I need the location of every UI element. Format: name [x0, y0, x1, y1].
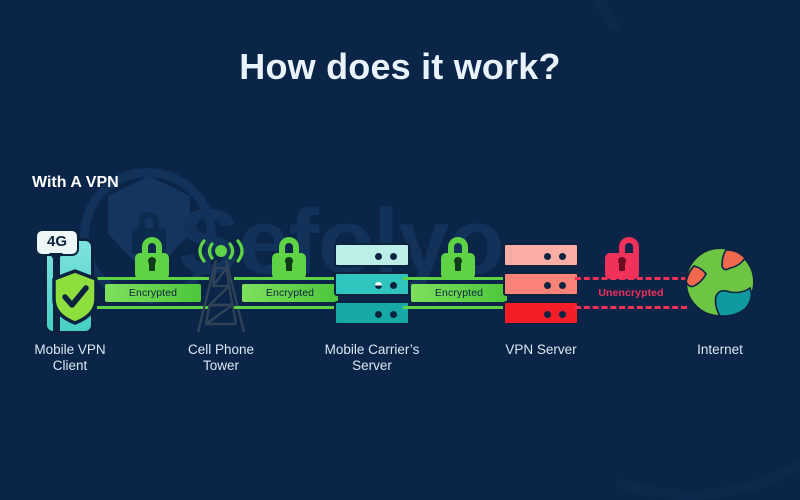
label-line-1: Mobile Carrier’s [324, 342, 420, 357]
server-unit-2 [503, 272, 579, 296]
padlock-keyhole [454, 257, 462, 271]
server-led [390, 253, 397, 260]
shield-check-icon [51, 269, 99, 325]
node-mobile-carriers-server[interactable] [334, 243, 410, 330]
padlock-keyhole [148, 257, 156, 271]
link-label-unencrypted: Unencrypted [598, 287, 664, 299]
channel-line-bottom [234, 306, 346, 309]
server-unit-3 [503, 301, 579, 325]
padlock-body [135, 253, 169, 279]
padlock-shackle-open [619, 237, 639, 259]
padlock-keyhole [285, 257, 293, 271]
padlock-closed-icon-3 [441, 237, 475, 279]
server-led [559, 253, 566, 260]
channel-line-bottom-dashed [575, 306, 687, 309]
server-led [559, 311, 566, 318]
link-unencrypted: Unencrypted [575, 277, 687, 309]
node-vpn-server[interactable] [503, 243, 579, 330]
link-label-encrypted-2: Encrypted [242, 284, 338, 302]
server-led [375, 253, 382, 260]
channel-line-bottom [403, 306, 515, 309]
server-unit-1 [503, 243, 579, 267]
server-led [390, 311, 397, 318]
link-label-encrypted-3: Encrypted [411, 284, 507, 302]
channel-line-top [97, 277, 209, 280]
network-type-badge: 4G [35, 229, 79, 263]
padlock-body [441, 253, 475, 279]
server-led [544, 311, 551, 318]
label-line-1: Internet [697, 342, 743, 357]
server-unit-1 [334, 243, 410, 267]
channel-line-top [234, 277, 346, 280]
padlock-shackle [279, 237, 299, 259]
label-line-2: Server [352, 358, 392, 373]
padlock-body [605, 253, 639, 279]
server-led [544, 253, 551, 260]
node-mobile-vpn-client[interactable]: 4G [35, 229, 100, 337]
globe-icon [685, 247, 755, 317]
label-cell-phone-tower: Cell Phone Tower [161, 342, 281, 374]
padlock-keyhole [618, 257, 626, 271]
network-type-label: 4G [46, 233, 67, 250]
server-led [544, 282, 551, 289]
node-internet[interactable] [684, 246, 756, 318]
server-led [390, 282, 397, 289]
label-internet: Internet [662, 342, 778, 358]
label-line-2: Tower [202, 358, 239, 373]
server-led [559, 282, 566, 289]
label-mobile-vpn-client: Mobile VPN Client [10, 342, 130, 374]
link-encrypted-3: Encrypted [403, 277, 515, 309]
channel-line-top-dashed [575, 277, 687, 280]
server-led [375, 311, 382, 318]
section-subtitle: With A VPN [32, 174, 119, 191]
label-mobile-carriers-server: Mobile Carrier’s Server [307, 342, 437, 374]
server-unit-3 [334, 301, 410, 325]
link-encrypted-2: Encrypted [234, 277, 346, 309]
padlock-shackle [448, 237, 468, 259]
server-unit-2 [334, 272, 410, 296]
channel-line-top [403, 277, 515, 280]
label-vpn-server: VPN Server [484, 342, 598, 358]
padlock-closed-icon-2 [272, 237, 306, 279]
page-title: How does it work? [239, 46, 561, 87]
server-led-active [375, 282, 382, 289]
label-line-1: VPN Server [505, 342, 577, 357]
channel-line-bottom [97, 306, 209, 309]
label-line-1: Cell Phone [187, 342, 255, 357]
padlock-body [272, 253, 306, 279]
padlock-open-icon [605, 237, 639, 279]
label-line-1: Mobile VPN [34, 342, 106, 357]
label-line-2: Client [52, 358, 88, 373]
padlock-closed-icon-1 [135, 237, 169, 279]
